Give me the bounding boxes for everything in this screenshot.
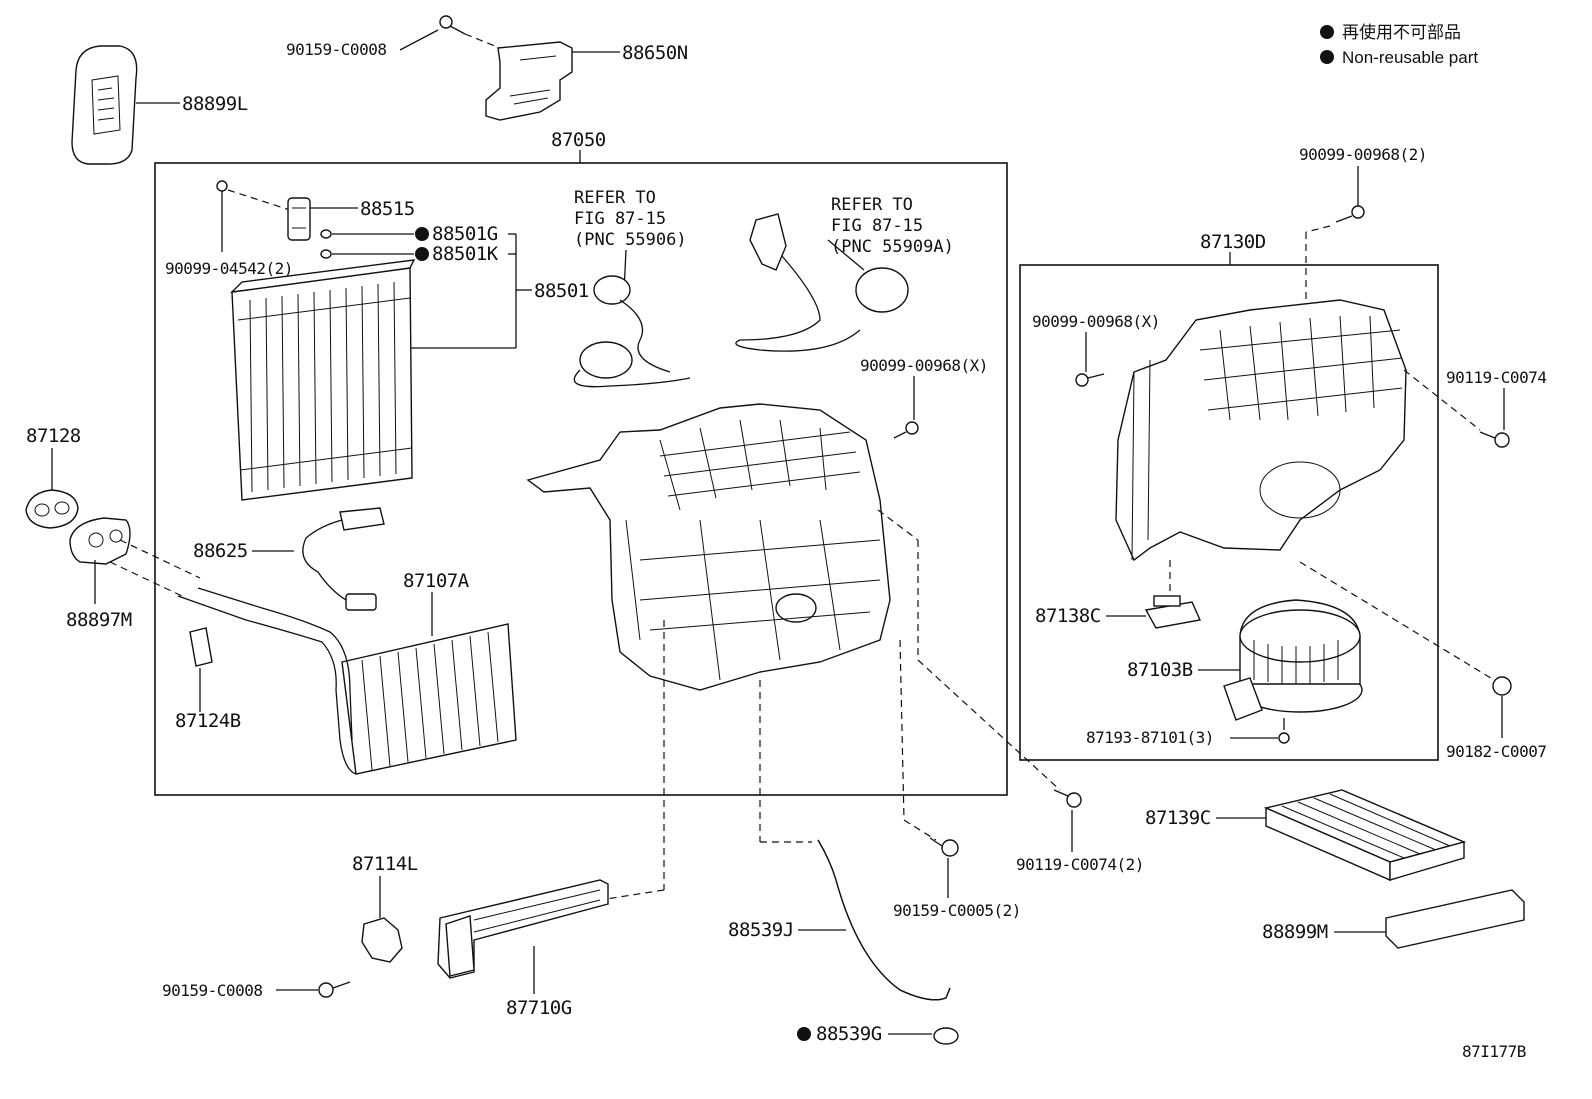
part-88501[interactable]: 88501 (534, 280, 589, 302)
refer-1-line1: REFER TO (574, 188, 656, 208)
expansion-valve-88515-icon (287, 197, 311, 241)
drain-hose-88539J-icon (817, 839, 951, 1001)
bracket-87114L-icon (361, 917, 403, 963)
sensor-88625-icon (302, 507, 385, 611)
screw-icon (1335, 205, 1365, 223)
non-reusable-bullet-icon (415, 247, 429, 261)
part-90159-C0005[interactable]: 90159-C0005(2) (893, 901, 1021, 920)
part-90159-C0008-bottom[interactable]: 90159-C0008 (162, 981, 263, 1000)
hvac-case-icon (526, 403, 891, 691)
part-88897M[interactable]: 88897M (66, 609, 132, 631)
part-87128[interactable]: 87128 (26, 425, 81, 447)
bracket-88650N-icon (485, 41, 573, 121)
bolt-icon (439, 15, 466, 35)
part-87114L[interactable]: 87114L (352, 853, 418, 875)
plate-88897M-icon (69, 517, 131, 565)
clip-90182-C0007-icon (1492, 676, 1512, 696)
o-ring-icon (320, 249, 332, 259)
non-reusable-bullet-icon (797, 1027, 811, 1041)
cover-88899M-icon (1385, 889, 1525, 949)
cabin-filter-87139C-icon (1263, 789, 1467, 882)
part-88501G[interactable]: 88501G (432, 223, 498, 245)
part-87139C[interactable]: 87139C (1145, 807, 1211, 829)
resistor-87138C-icon (1144, 595, 1202, 629)
part-88539G[interactable]: 88539G (816, 1023, 882, 1045)
blower-motor-87103B-icon (1223, 599, 1363, 721)
refer-2-line3: (PNC 55909A) (831, 237, 954, 257)
screw-icon (1479, 431, 1510, 448)
part-87138C[interactable]: 87138C (1035, 605, 1101, 627)
refer-1-line3: (PNC 55906) (574, 230, 687, 250)
part-87710G[interactable]: 87710G (506, 997, 572, 1019)
part-88539J[interactable]: 88539J (728, 919, 794, 941)
part-88625[interactable]: 88625 (193, 540, 248, 562)
screw-icon (1053, 789, 1082, 808)
part-90159-C0008-top[interactable]: 90159-C0008 (286, 40, 387, 59)
grommet-87128-icon (25, 489, 79, 529)
part-90099-00968X-mid[interactable]: 90099-00968(X) (860, 356, 988, 375)
screw-icon (1075, 373, 1105, 387)
screw-icon (1278, 718, 1290, 744)
diagram-id: 87I177B (1462, 1042, 1526, 1061)
refer-2-line1: REFER TO (831, 195, 913, 215)
part-87124B[interactable]: 87124B (175, 710, 241, 732)
part-90119-C0074[interactable]: 90119-C0074 (1446, 368, 1547, 387)
servo-motor-55906-icon (573, 275, 691, 388)
part-90119-C0074-2[interactable]: 90119-C0074(2) (1016, 855, 1144, 874)
part-88899L[interactable]: 88899L (182, 93, 248, 115)
o-ring-icon (320, 229, 332, 239)
blower-case-icon (1115, 299, 1407, 562)
part-88515[interactable]: 88515 (360, 198, 415, 220)
cover-88899L-icon (71, 45, 138, 165)
heater-core-87107A-icon (177, 587, 517, 775)
assembly-87050-box (154, 162, 1008, 796)
assembly-87050-label[interactable]: 87050 (551, 129, 606, 151)
part-88501K[interactable]: 88501K (432, 243, 499, 265)
part-87103B[interactable]: 87103B (1127, 659, 1193, 681)
legend: 再使用不可部品 Non-reusable part (1320, 22, 1478, 67)
legend-japanese: 再使用不可部品 (1342, 22, 1461, 42)
clip-88539G-icon (933, 1027, 959, 1045)
legend-english: Non-reusable part (1342, 48, 1478, 67)
refer-2-line2[interactable]: FIG 87-15 (831, 216, 923, 236)
subassembly-87130D-box (1019, 264, 1439, 761)
clamp-87124B-icon (189, 627, 213, 667)
bolt-icon (318, 981, 351, 998)
non-reusable-bullet-icon (415, 227, 429, 241)
screw-icon (929, 837, 959, 857)
refer-1-line2[interactable]: FIG 87-15 (574, 209, 666, 229)
part-87107A[interactable]: 87107A (403, 570, 470, 592)
bolt-icon (216, 180, 228, 252)
evaporator-88501-icon (230, 259, 416, 501)
subassembly-87130D-label[interactable]: 87130D (1200, 231, 1266, 253)
part-90099-00968-2[interactable]: 90099-00968(2) (1299, 145, 1427, 164)
non-reusable-bullet-icon (1320, 50, 1334, 64)
servo-motor-55909A-icon (735, 213, 909, 352)
part-87193-87101[interactable]: 87193-87101(3) (1086, 728, 1214, 747)
part-90099-04542[interactable]: 90099-04542(2) (165, 259, 293, 278)
non-reusable-bullet-icon (1320, 25, 1334, 39)
part-90182-C0007[interactable]: 90182-C0007 (1446, 742, 1547, 761)
part-88650N[interactable]: 88650N (622, 42, 688, 64)
part-90099-00968X-right[interactable]: 90099-00968(X) (1032, 312, 1160, 331)
part-88899M[interactable]: 88899M (1262, 921, 1328, 943)
duct-87710G-icon (437, 879, 609, 979)
screw-icon (893, 421, 919, 439)
